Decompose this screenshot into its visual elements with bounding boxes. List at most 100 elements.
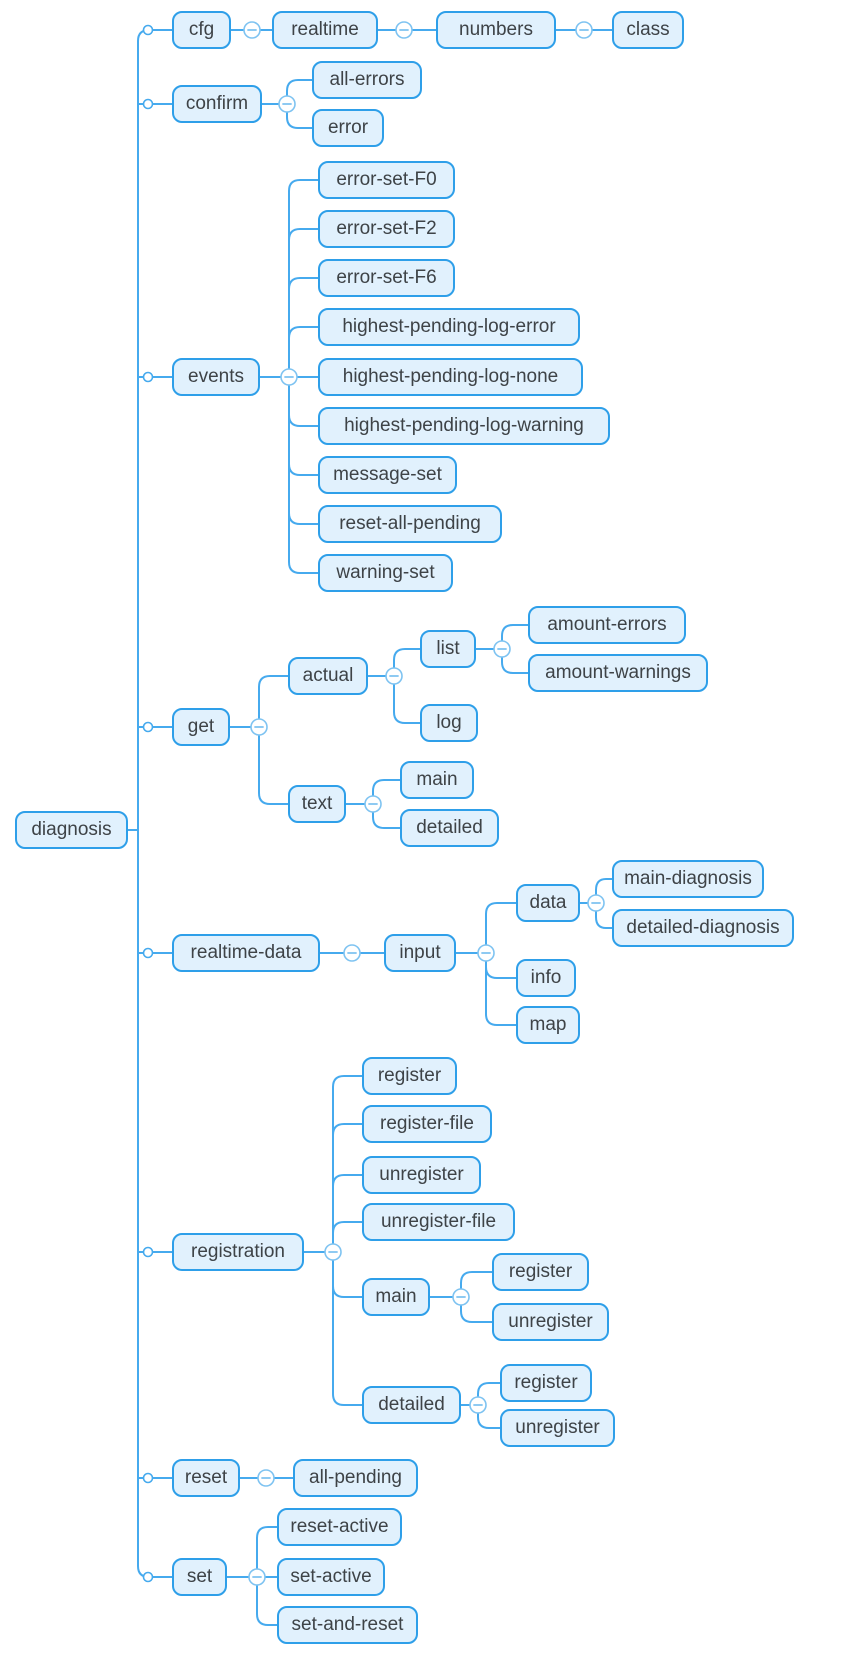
node-registration-detailed[interactable]: detailed — [362, 1386, 461, 1424]
node-actual[interactable]: actual — [288, 657, 368, 695]
branch-dot-confirm[interactable] — [142, 98, 154, 110]
node-cfg[interactable]: cfg — [172, 11, 231, 49]
node-all-pending[interactable]: all-pending — [293, 1459, 418, 1497]
collapse-toggle-registration-main[interactable] — [452, 1288, 470, 1306]
collapse-toggle-registration-detailed[interactable] — [469, 1396, 487, 1414]
node-main-diagnosis[interactable]: main-diagnosis — [612, 860, 764, 898]
connector — [332, 1123, 362, 1252]
node-reset[interactable]: reset — [172, 1459, 240, 1497]
collapse-toggle-cfg[interactable] — [243, 21, 261, 39]
node-set-and-reset[interactable]: set-and-reset — [277, 1606, 418, 1644]
node-reset-active[interactable]: reset-active — [277, 1508, 402, 1546]
node-warning-set[interactable]: warning-set — [318, 554, 453, 592]
collapse-toggle-actual[interactable] — [385, 667, 403, 685]
connector — [332, 1075, 362, 1252]
node-all-errors[interactable]: all-errors — [312, 61, 422, 99]
connector — [288, 228, 318, 377]
node-amount-errors[interactable]: amount-errors — [528, 606, 686, 644]
node-realtime-data[interactable]: realtime-data — [172, 934, 320, 972]
node-numbers[interactable]: numbers — [436, 11, 556, 49]
node-list[interactable]: list — [420, 630, 476, 668]
node-detailed-diagnosis[interactable]: detailed-diagnosis — [612, 909, 794, 947]
connector-trunk — [137, 29, 172, 1578]
branch-dot-cfg[interactable] — [142, 24, 154, 36]
connector — [288, 277, 318, 377]
collapse-toggle-text[interactable] — [364, 795, 382, 813]
collapse-toggle-get[interactable] — [250, 718, 268, 736]
node-get[interactable]: get — [172, 708, 230, 746]
node-register-file[interactable]: register-file — [362, 1105, 492, 1143]
node-registration[interactable]: registration — [172, 1233, 304, 1271]
connector — [372, 779, 400, 804]
node-class[interactable]: class — [612, 11, 684, 49]
node-unregister-file[interactable]: unregister-file — [362, 1203, 515, 1241]
connector — [485, 902, 516, 953]
node-realtime[interactable]: realtime — [272, 11, 378, 49]
node-detailed[interactable]: detailed — [400, 809, 499, 847]
branch-dot-get[interactable] — [142, 721, 154, 733]
collapse-toggle-set[interactable] — [248, 1568, 266, 1586]
node-events[interactable]: events — [172, 358, 260, 396]
branch-dot-reset[interactable] — [142, 1472, 154, 1484]
collapse-toggle-numbers[interactable] — [575, 21, 593, 39]
connector — [288, 377, 318, 574]
collapse-toggle-reset[interactable] — [257, 1469, 275, 1487]
collapse-toggle-data[interactable] — [587, 894, 605, 912]
branch-dot-realtime-data[interactable] — [142, 947, 154, 959]
node-registration-detailed-register[interactable]: register — [500, 1364, 592, 1402]
collapse-toggle-events[interactable] — [280, 368, 298, 386]
branch-dot-registration[interactable] — [142, 1246, 154, 1258]
node-registration-detailed-unregister[interactable]: unregister — [500, 1409, 615, 1447]
collapse-toggle-list[interactable] — [493, 640, 511, 658]
node-reset-all-pending[interactable]: reset-all-pending — [318, 505, 502, 543]
node-diagnosis[interactable]: diagnosis — [15, 811, 128, 849]
node-register[interactable]: register — [362, 1057, 457, 1095]
connector — [393, 676, 420, 724]
branch-dot-set[interactable] — [142, 1571, 154, 1583]
node-error-set-f2[interactable]: error-set-F2 — [318, 210, 455, 248]
connector — [595, 878, 612, 903]
node-data[interactable]: data — [516, 884, 580, 922]
node-map[interactable]: map — [516, 1006, 580, 1044]
connector — [595, 903, 612, 929]
connector — [460, 1271, 492, 1297]
node-error-set-f0[interactable]: error-set-F0 — [318, 161, 455, 199]
connector — [288, 179, 318, 377]
branch-dot-events[interactable] — [142, 371, 154, 383]
collapse-toggle-registration[interactable] — [324, 1243, 342, 1261]
node-confirm[interactable]: confirm — [172, 85, 262, 123]
connector — [332, 1221, 362, 1252]
connector — [501, 624, 528, 649]
node-registration-main-register[interactable]: register — [492, 1253, 589, 1291]
node-info[interactable]: info — [516, 959, 576, 997]
connector — [288, 326, 318, 377]
node-error[interactable]: error — [312, 109, 384, 147]
node-error-set-f6[interactable]: error-set-F6 — [318, 259, 455, 297]
connector — [286, 104, 312, 129]
connector — [288, 377, 318, 525]
connector — [286, 79, 312, 104]
connector — [258, 675, 288, 727]
node-highest-pending-log-error[interactable]: highest-pending-log-error — [318, 308, 580, 346]
collapse-toggle-input[interactable] — [477, 944, 495, 962]
connector — [485, 953, 516, 1026]
connector — [477, 1405, 500, 1429]
collapse-toggle-realtime[interactable] — [395, 21, 413, 39]
node-unregister[interactable]: unregister — [362, 1156, 481, 1194]
node-registration-main[interactable]: main — [362, 1278, 430, 1316]
node-amount-warnings[interactable]: amount-warnings — [528, 654, 708, 692]
node-log[interactable]: log — [420, 704, 478, 742]
node-registration-main-unregister[interactable]: unregister — [492, 1303, 609, 1341]
node-highest-pending-log-warning[interactable]: highest-pending-log-warning — [318, 407, 610, 445]
node-set[interactable]: set — [172, 1558, 227, 1596]
collapse-toggle-confirm[interactable] — [278, 95, 296, 113]
node-highest-pending-log-none[interactable]: highest-pending-log-none — [318, 358, 583, 396]
node-input[interactable]: input — [384, 934, 456, 972]
node-set-active[interactable]: set-active — [277, 1558, 385, 1596]
node-message-set[interactable]: message-set — [318, 456, 457, 494]
collapse-toggle-realtime-data[interactable] — [343, 944, 361, 962]
connector — [332, 1252, 362, 1406]
node-text[interactable]: text — [288, 785, 346, 823]
node-main[interactable]: main — [400, 761, 474, 799]
